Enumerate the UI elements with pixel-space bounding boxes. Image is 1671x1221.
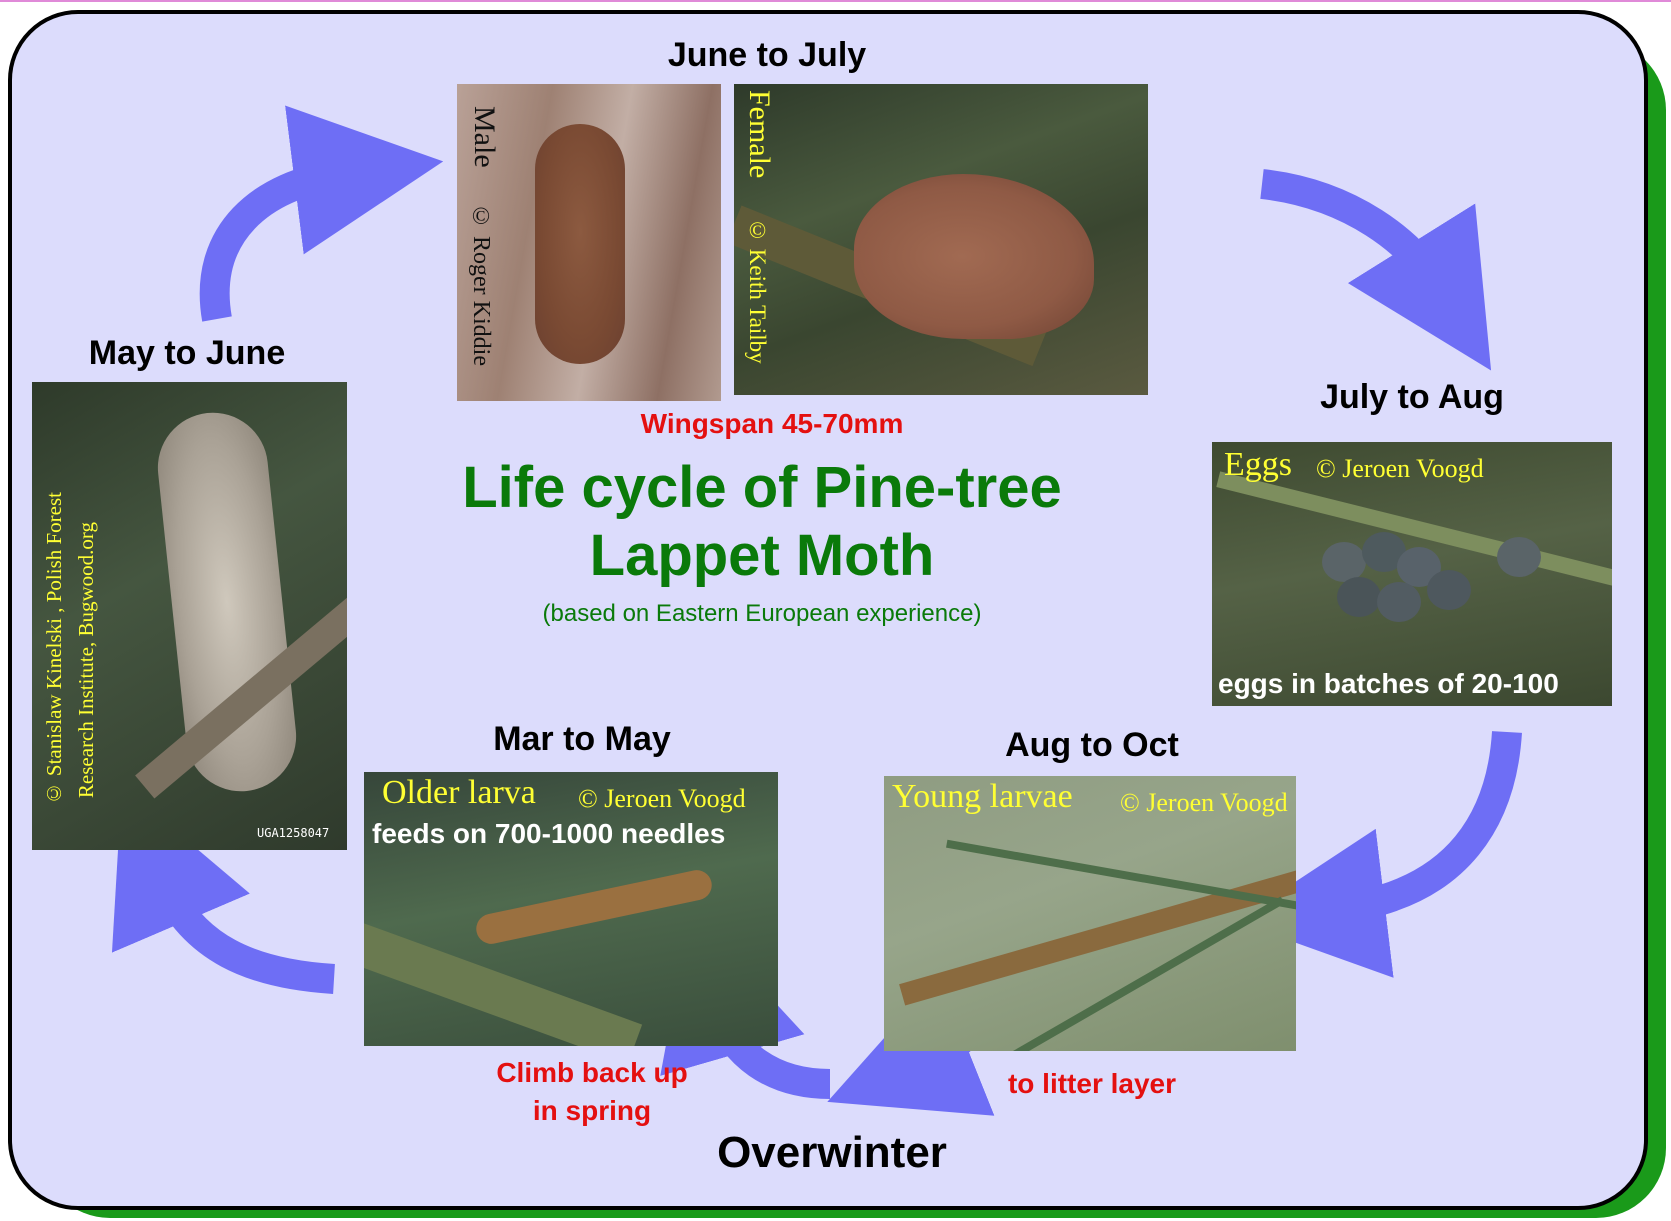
twig — [899, 869, 1296, 1006]
arrow-june-to-july — [1262, 184, 1437, 284]
pupa-credit-line-1: © Stanislaw Kinelski , Polish Forest — [42, 492, 67, 805]
eggs-photo: Eggs © Jeroen Voogd eggs in batches of 2… — [1212, 442, 1612, 706]
female-moth-shape — [854, 174, 1094, 339]
arrow-may-to-june — [215, 174, 342, 319]
egg — [1337, 577, 1381, 617]
arrow-july-to-aug — [1337, 732, 1507, 909]
older-larva-label: Older larva — [382, 774, 536, 812]
male-label: Male — [467, 106, 501, 168]
male-credit: © Roger Kiddie — [467, 204, 494, 366]
pupa-photo: © Stanislaw Kinelski , Polish Forest Res… — [32, 382, 347, 850]
eggs-label: Eggs — [1224, 446, 1292, 484]
young-larvae-label: Young larvae — [892, 778, 1073, 816]
male-moth-photo: Male © Roger Kiddie — [457, 84, 721, 401]
title-line-1: Life cycle of Pine-tree — [372, 454, 1152, 522]
page-title: Life cycle of Pine-tree Lappet Moth — [372, 454, 1152, 590]
male-moth-shape — [535, 124, 625, 364]
eggs-credit: © Jeroen Voogd — [1316, 454, 1484, 484]
stage-june-to-july: June to July — [637, 36, 897, 75]
top-edge-line — [0, 0, 1671, 2]
stage-aug-to-oct: Aug to Oct — [962, 726, 1222, 765]
young-larvae-photo: Young larvae © Jeroen Voogd — [884, 776, 1296, 1051]
pupa-credit-line-2: Research Institute, Bugwood.org — [74, 522, 99, 798]
subtitle: (based on Eastern European experience) — [432, 600, 1092, 628]
egg — [1497, 537, 1541, 577]
female-credit: © Keith Tailby — [744, 218, 770, 364]
female-label: Female — [742, 90, 776, 178]
eggs-caption: eggs in batches of 20-100 — [1218, 668, 1559, 700]
needle — [946, 840, 1296, 910]
stage-july-to-aug: July to Aug — [1282, 378, 1542, 417]
lifecycle-card: June to July Male © Roger Kiddie Female … — [8, 10, 1648, 1210]
larva-shape — [474, 867, 715, 946]
stage-overwinter: Overwinter — [692, 1128, 972, 1178]
stage-may-to-june: May to June — [57, 334, 317, 373]
older-larva-caption: feeds on 700-1000 needles — [372, 818, 725, 850]
wingspan-note: Wingspan 45-70mm — [572, 408, 972, 440]
climb-note-line-1: Climb back up — [432, 1054, 752, 1092]
egg — [1322, 542, 1366, 582]
title-line-2: Lappet Moth — [372, 522, 1152, 590]
climb-note-line-2: in spring — [432, 1092, 752, 1130]
older-larva-photo: Older larva © Jeroen Voogd feeds on 700-… — [364, 772, 778, 1046]
egg — [1377, 582, 1421, 622]
egg — [1427, 570, 1471, 610]
young-larvae-credit: © Jeroen Voogd — [1120, 788, 1288, 818]
older-larva-credit: © Jeroen Voogd — [578, 784, 746, 814]
arrow-mar-to-may — [162, 879, 334, 979]
cocoon-shape — [152, 407, 301, 796]
female-moth-photo: Female © Keith Tailby — [734, 84, 1148, 395]
litter-note: to litter layer — [972, 1068, 1212, 1100]
stage-mar-to-may: Mar to May — [452, 720, 712, 759]
climb-note: Climb back up in spring — [432, 1054, 752, 1130]
pupa-image-code: UGA1258047 — [257, 826, 329, 840]
